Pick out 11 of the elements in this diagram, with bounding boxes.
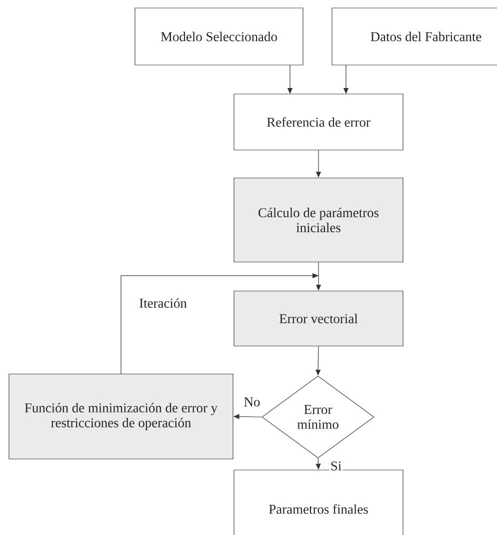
process-box: Parametros finales [234,470,404,535]
process-box: Error vectorial [234,290,404,346]
edge-label: Iteración [138,297,188,309]
process-box: Función de minimización de error y restricciones de operación [8,374,234,460]
process-box: Modelo Seleccionado [134,8,304,66]
edge-label: No [242,396,262,408]
process-box: Datos del Fabricante [332,8,497,66]
process-box: Cálculo de parámetros iniciales [234,178,404,262]
edge-label: Si [329,460,343,472]
process-box: Referencia de error [234,94,404,150]
arrow [120,273,318,374]
